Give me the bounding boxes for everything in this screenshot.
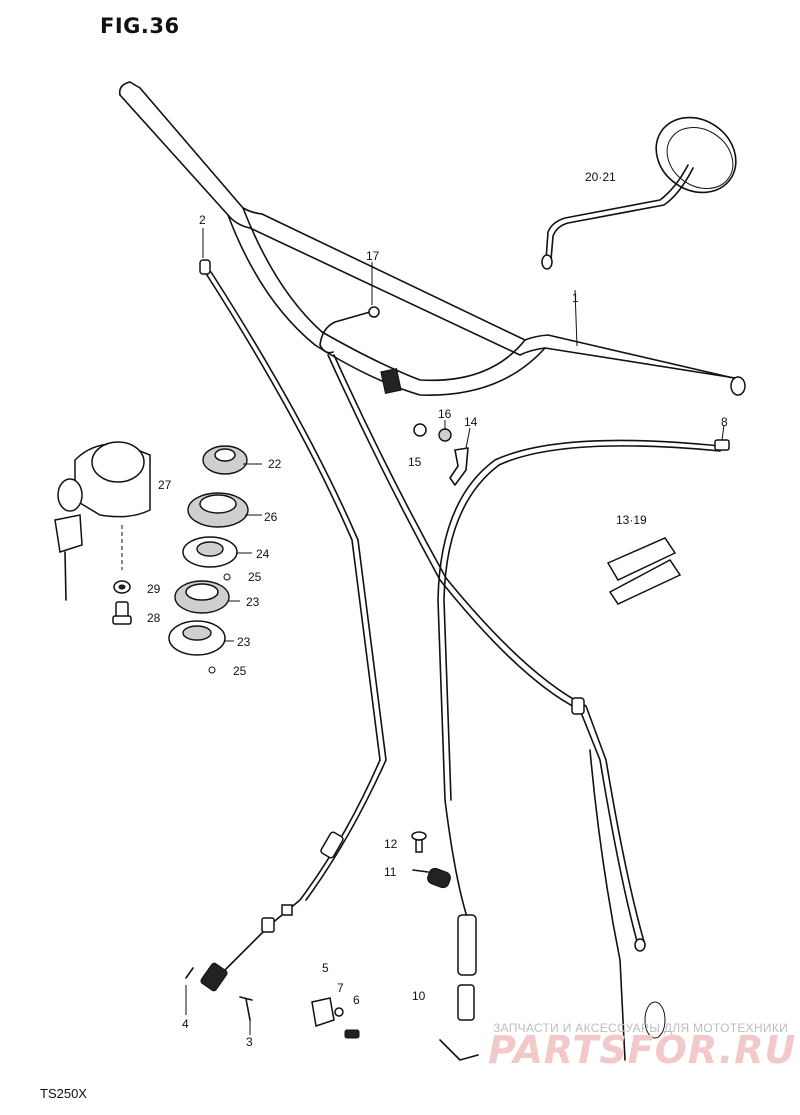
mirror-drawing — [541, 116, 737, 270]
callout-1: 1 — [572, 291, 579, 305]
callout-12: 12 — [384, 837, 398, 851]
watermark-brand: PARTSFOR.RU — [488, 1028, 797, 1072]
callout-8: 8 — [721, 415, 728, 429]
callout-6: 6 — [353, 993, 360, 1007]
callout-26: 26 — [264, 510, 278, 524]
callout-14: 14 — [464, 415, 478, 429]
switch-bolt-drawing — [411, 831, 451, 889]
callout-29: 29 — [147, 582, 161, 596]
ignition-switch-drawing — [54, 441, 151, 601]
callout-7: 7 — [337, 981, 344, 995]
callout-23a: 23 — [246, 595, 260, 609]
bushing-stack-drawing — [168, 445, 249, 674]
model-label: TS250X — [40, 1086, 87, 1101]
callout-2: 2 — [199, 213, 206, 227]
figure-title: FIG.36 — [100, 14, 180, 38]
meter-cables-drawing — [327, 354, 666, 1061]
callout-labels: 1 2 3 4 5 6 7 8 10 11 12 13·19 14 15 16 … — [147, 170, 728, 1049]
callout-10: 10 — [412, 989, 426, 1003]
callout-24: 24 — [256, 547, 270, 561]
watermark-tagline: ЗАПЧАСТИ И АКСЕССУАРЫ ДЛЯ МОТОТЕХНИКИ — [493, 1021, 789, 1035]
clutch-cable-drawing — [437, 439, 730, 1061]
strap-drawing — [606, 537, 682, 605]
cable-clamp-drawing — [319, 306, 380, 354]
throttle-cable-drawing — [185, 259, 387, 1021]
screw-washer-drawing — [112, 580, 132, 625]
callout-5: 5 — [322, 961, 329, 975]
callout-17: 17 — [366, 249, 380, 263]
callout-20-21: 20·21 — [585, 170, 616, 184]
callout-28: 28 — [147, 611, 161, 625]
handlebar-drawing — [118, 81, 746, 396]
callout-4: 4 — [182, 1017, 189, 1031]
bracket-parts-drawing — [311, 997, 360, 1039]
small-parts-drawing — [413, 423, 469, 486]
callout-15: 15 — [408, 455, 422, 469]
callout-3: 3 — [246, 1035, 253, 1049]
callout-22: 22 — [268, 457, 282, 471]
callout-23b: 23 — [237, 635, 251, 649]
callout-13-19: 13·19 — [616, 513, 647, 527]
callout-27: 27 — [158, 478, 172, 492]
leader-lines — [185, 228, 725, 1035]
callout-16: 16 — [438, 407, 452, 421]
callout-25b: 25 — [233, 664, 247, 678]
callout-25a: 25 — [248, 570, 262, 584]
callout-11: 11 — [384, 865, 397, 879]
